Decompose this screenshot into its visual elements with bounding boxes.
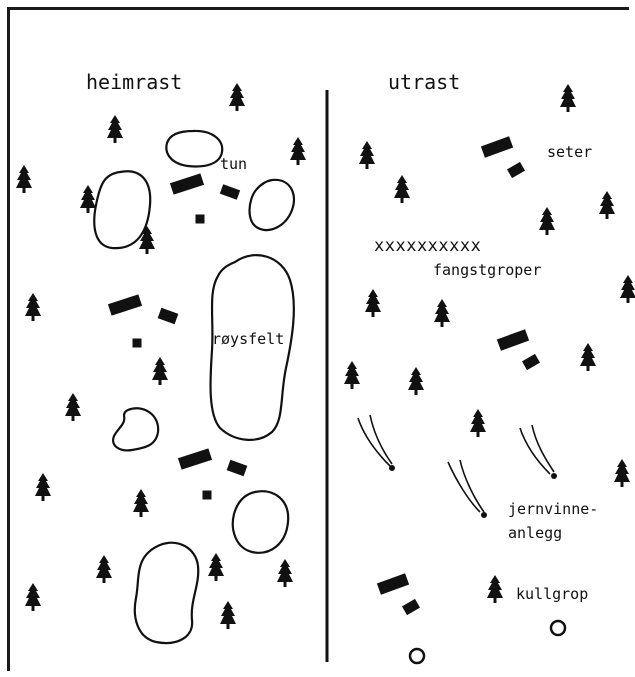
field-outline: [250, 180, 294, 230]
tree-icon: [620, 275, 635, 303]
tree-icon: [25, 583, 41, 611]
building-rect: [522, 354, 540, 370]
tree-icon: [344, 361, 360, 389]
tree-icon: [290, 137, 306, 165]
building-rect: [402, 599, 420, 615]
building-rect: [170, 173, 204, 194]
building-rect: [220, 184, 240, 200]
tree-icon: [139, 226, 155, 254]
label-fangstgroper: fangstgroper: [433, 263, 541, 278]
tree-icon: [96, 555, 112, 583]
tree-icon: [614, 459, 630, 487]
tree-icon: [359, 141, 375, 169]
tree-icon: [394, 175, 410, 203]
field-outline: [166, 131, 222, 167]
tree-icon: [434, 299, 450, 327]
label-kullgrop: kullgrop: [516, 587, 588, 602]
tree-icon: [277, 559, 293, 587]
label-roysfelt: røysfelt: [212, 332, 284, 347]
label-seter: seter: [547, 145, 592, 160]
tree-icon: [229, 83, 245, 111]
tree-icon: [560, 84, 576, 112]
tree-icon: [25, 293, 41, 321]
building-rect: [507, 162, 525, 178]
tree-icon: [16, 165, 32, 193]
field-outline: [135, 543, 198, 643]
tree-icon: [133, 489, 149, 517]
tree-icon: [487, 575, 503, 603]
field-outline: [113, 408, 158, 450]
building-rect: [108, 294, 142, 315]
kullgrop-circle: [551, 621, 565, 635]
zone-label-heimrast: heimrast: [86, 72, 182, 92]
building-rect: [377, 573, 409, 595]
label-jernvinne-line2: anlegg: [508, 526, 562, 541]
field-outline: [233, 491, 288, 553]
label-tun: tun: [220, 157, 247, 172]
field-outline: [94, 171, 150, 248]
fangstgroper-marks: xxxxxxxxxx: [374, 238, 481, 255]
building-rect: [158, 308, 179, 324]
building-rect: [196, 215, 205, 224]
tree-icon: [599, 191, 615, 219]
building-rect: [178, 448, 212, 469]
kullgrop-circle: [410, 649, 424, 663]
building-rect: [227, 460, 248, 476]
tree-icon: [107, 115, 123, 143]
tree-icon: [220, 601, 236, 629]
tree-icon: [35, 473, 51, 501]
building-rect: [203, 491, 212, 500]
tree-icon: [152, 357, 168, 385]
zone-label-utrast: utrast: [388, 72, 460, 92]
tree-icon: [365, 289, 381, 317]
building-rect: [497, 329, 529, 351]
tree-icon: [80, 185, 96, 213]
building-rect: [481, 136, 513, 158]
label-jernvinne-line1: jernvinne-: [508, 502, 598, 517]
building-rect: [133, 339, 142, 348]
tree-icon: [539, 207, 555, 235]
tree-icon: [65, 393, 81, 421]
tree-icon: [470, 409, 486, 437]
tree-icon: [408, 367, 424, 395]
tree-icon: [208, 553, 224, 581]
tree-icon: [580, 343, 596, 371]
